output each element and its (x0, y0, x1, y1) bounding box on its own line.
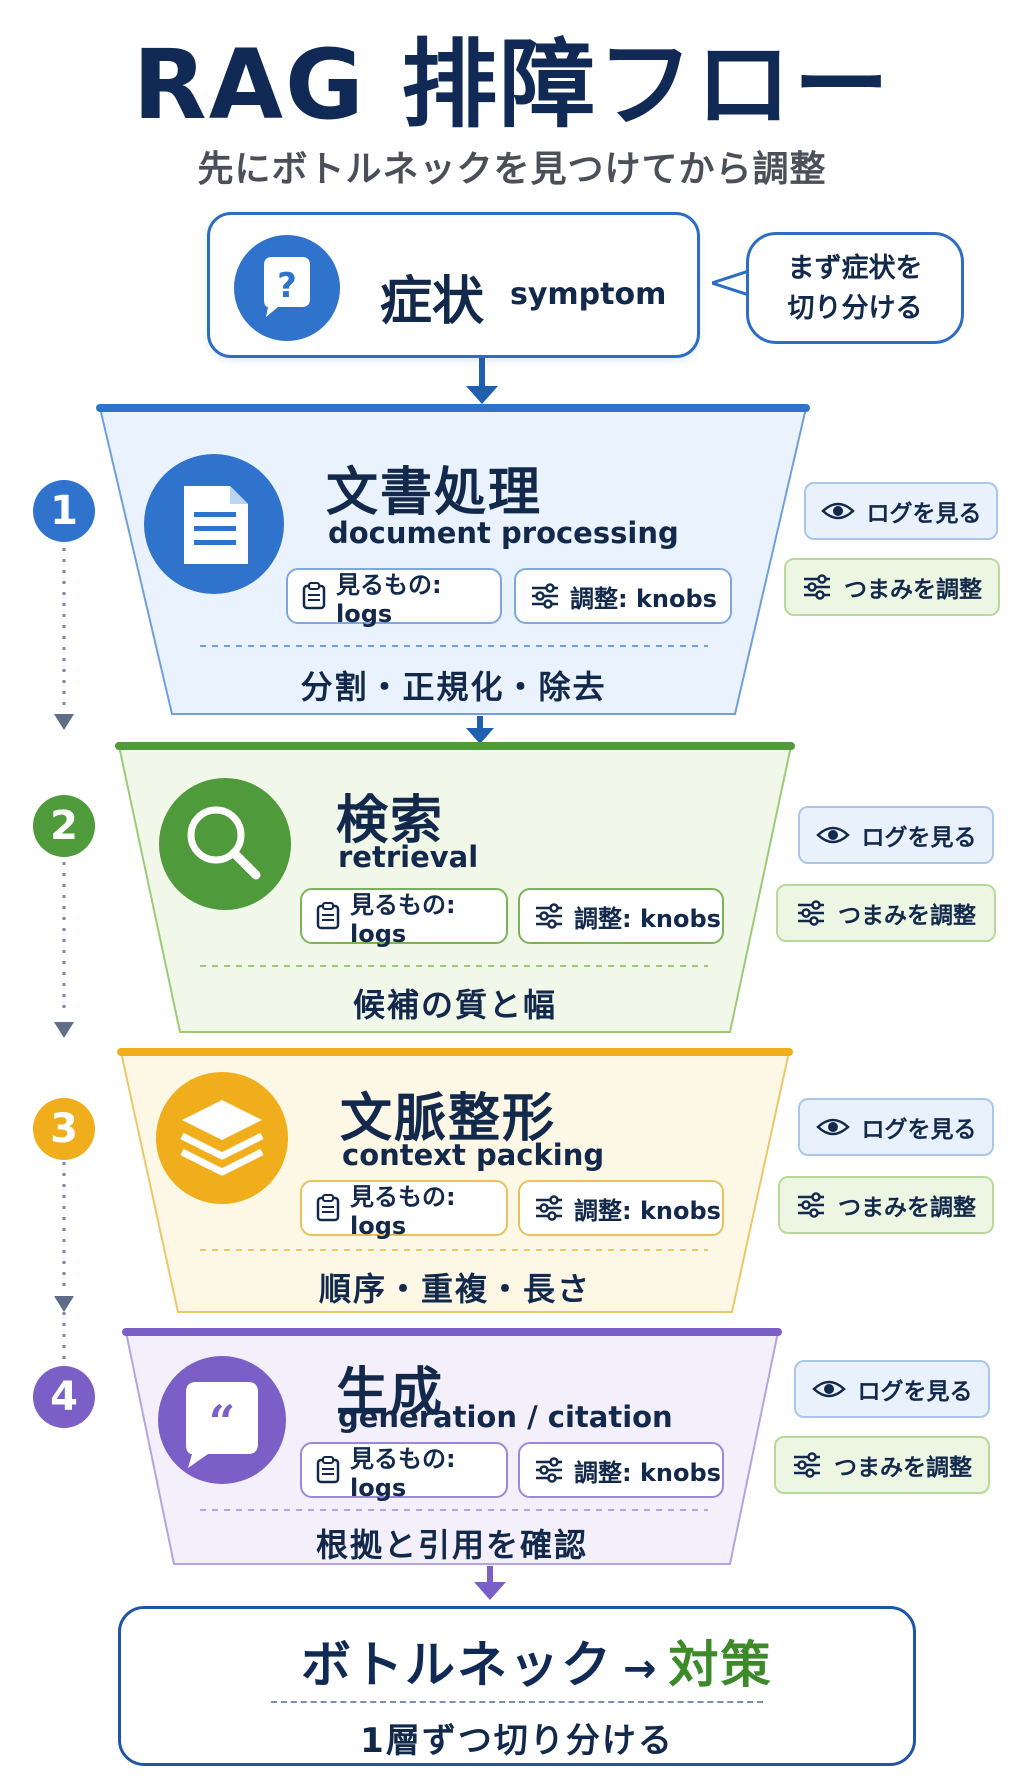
sliders-icon (536, 1195, 562, 1221)
page-title: RAG 排障フロー (132, 29, 892, 141)
result-countermeasure: 対策 (668, 1636, 773, 1694)
stage-3-title: 文脈整形 (340, 1089, 557, 1149)
clipboard-icon (316, 1456, 340, 1484)
side-adjust-knobs-2: つまみを調整 (776, 884, 996, 942)
quote-icon: “ (158, 1356, 286, 1484)
stage-1-knobs-chip: 調整: knobs (514, 568, 732, 624)
stage-3-subtitle: context packing (342, 1138, 605, 1172)
step-number-2: 2 (33, 795, 95, 857)
side-view-logs-3: ログを見る (798, 1098, 994, 1156)
chip-logs-label: 見るもの: logs (350, 890, 456, 948)
document-icon (144, 454, 284, 594)
chip-logs-label: 見るもの: logs (350, 1182, 456, 1240)
result-bottleneck: ボトルネック (301, 1636, 613, 1694)
side-adjust-knobs-1: つまみを調整 (784, 558, 1000, 616)
stage-2-title: 検索 (336, 791, 445, 851)
clipboard-icon (316, 1194, 340, 1222)
svg-text:“: “ (209, 1395, 235, 1449)
stage-1-title: 文書処理 (326, 463, 543, 523)
side-log-label: ログを見る (866, 501, 982, 527)
eye-icon (815, 826, 850, 844)
side-adjust-knobs-4: つまみを調整 (774, 1436, 990, 1494)
chip-knobs-label: 調整: knobs (570, 584, 717, 613)
chip-knobs-label: 調整: knobs (574, 1458, 721, 1487)
hint-line-2: 切り分ける (787, 293, 923, 324)
stage-4-title: 生成 (336, 1363, 445, 1423)
side-view-logs-1: ログを見る (804, 482, 998, 540)
sliders-icon (794, 1452, 820, 1478)
side-log-label: ログを見る (861, 825, 977, 851)
sliders-icon (804, 574, 830, 600)
side-knob-label: つまみを調整 (844, 577, 982, 603)
side-knob-label: つまみを調整 (838, 1195, 976, 1221)
sliders-icon (536, 903, 562, 929)
symptom-label: 症状 (380, 272, 485, 332)
result-heading: ボトルネック→対策 (301, 1625, 773, 1697)
stage-1-footer: 分割・正規化・除去 (300, 668, 607, 706)
clipboard-icon (316, 902, 340, 930)
magnifier-icon (159, 778, 291, 910)
stage-2-footer: 候補の質と幅 (352, 986, 557, 1024)
sliders-icon (536, 1457, 562, 1483)
side-knob-label: つまみを調整 (834, 1455, 972, 1481)
stage-4-subtitle: generation / citation (338, 1400, 673, 1434)
sliders-icon (798, 900, 824, 926)
side-view-logs-4: ログを見る (794, 1360, 990, 1418)
side-knob-label: つまみを調整 (838, 903, 976, 929)
stage-1-subtitle: document processing (328, 516, 679, 550)
chip-knobs-label: 調整: knobs (574, 904, 721, 933)
sliders-icon (532, 583, 558, 609)
stage-3-knobs-chip: 調整: knobs (518, 1180, 724, 1236)
result-arrow: → (623, 1646, 659, 1692)
side-view-logs-2: ログを見る (798, 806, 994, 864)
eye-icon (815, 1118, 850, 1136)
chip-knobs-label: 調整: knobs (574, 1196, 721, 1225)
svg-text:?: ? (277, 266, 297, 306)
side-adjust-knobs-3: つまみを調整 (778, 1176, 994, 1234)
chip-logs-label: 見るもの: logs (350, 1444, 456, 1502)
clipboard-icon (302, 582, 326, 610)
result-subtext: 1層ずつ切り分ける (360, 1721, 674, 1761)
stage-4-footer: 根拠と引用を確認 (315, 1526, 588, 1564)
side-log-label: ログを見る (861, 1117, 977, 1143)
stage-2-subtitle: retrieval (338, 840, 479, 874)
eye-icon (820, 502, 855, 520)
step-number-3: 3 (33, 1098, 95, 1160)
stage-2-logs-chip: 見るもの: logs (300, 888, 508, 948)
stage-3-footer: 順序・重複・長さ (318, 1270, 591, 1308)
sliders-icon (798, 1192, 824, 1218)
stage-4-logs-chip: 見るもの: logs (300, 1442, 508, 1502)
symptom-box: ? 症状 symptom (207, 212, 700, 358)
stage-4-knobs-chip: 調整: knobs (518, 1442, 724, 1498)
stage-1-logs-chip: 見るもの: logs (286, 568, 502, 628)
result-box: ボトルネック→対策 1層ずつ切り分ける (118, 1606, 916, 1766)
side-log-label: ログを見る (857, 1379, 973, 1405)
result-divider (271, 1701, 763, 1703)
hint-bubble: まず症状を 切り分ける (746, 232, 964, 344)
step-number-1: 1 (33, 480, 95, 542)
hint-line-1: まず症状を (787, 253, 923, 284)
layers-icon (156, 1072, 288, 1204)
chip-logs-label: 見るもの: logs (336, 570, 442, 628)
question-bubble-icon: ? (234, 235, 340, 341)
stage-2-knobs-chip: 調整: knobs (518, 888, 724, 944)
step-number-4: 4 (33, 1366, 95, 1428)
symptom-sub: symptom (510, 277, 667, 312)
stage-3-logs-chip: 見るもの: logs (300, 1180, 508, 1240)
eye-icon (811, 1380, 846, 1398)
page-subtitle: 先にボトルネックを見つけてから調整 (197, 149, 827, 190)
